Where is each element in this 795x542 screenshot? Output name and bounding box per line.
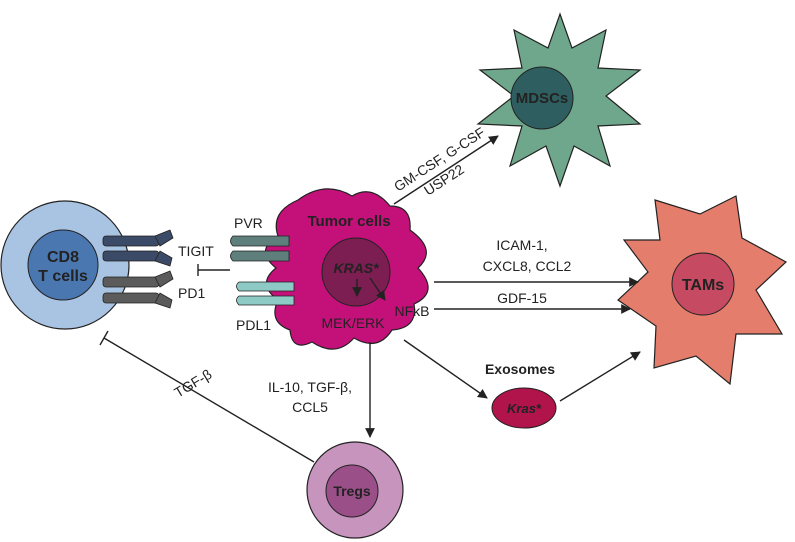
cd8-label-line1: CD8 [47,249,79,266]
cd8-inner [27,229,99,301]
exosome-kras-label: Kras* [507,401,542,416]
treg-to-cd8-inhibition-line [103,337,315,463]
tumor-to-mdsc-arrow [393,135,499,205]
pvr-label: PVR [234,215,263,231]
mdsc-label: MDSCs [516,90,569,107]
kras-to-nfkb-arrow [369,277,386,301]
pvr-ligand [230,235,290,262]
cd8-t-cell: CD8 T cells [0,200,130,330]
nfkb-label: NFκB [395,303,430,319]
tam-edge-line2: CXCL8, CCL2 [483,258,572,274]
mdsc-cell: MDSCs [476,12,642,188]
tgfb-edge-label: TGF-β [171,366,214,401]
cd8-label-line2: T cells [38,268,88,285]
treg-inner [325,464,379,518]
tumor-label: Tumor cells [307,213,390,230]
mek-erk-label: MEK/ERK [321,315,385,331]
tam-edge-gdf15: GDF-15 [497,290,547,306]
kras-label: KRAS* [333,260,379,276]
pd1-label: PD1 [178,285,205,301]
pd1-receptor [102,270,174,309]
pdl1-label: PDL1 [236,317,271,333]
treg-to-cd8-inhibition-bar [99,330,109,346]
tigit-receptor [102,229,174,267]
tam-inner [671,252,735,316]
exosomes-label: Exosomes [485,361,555,377]
pdl1-ligand [236,281,295,306]
mdsc-inner [510,66,574,130]
tumor-cell: Tumor cells KRAS* MEK/ERK NFκB [264,188,430,350]
tigit-label: TIGIT [178,243,214,259]
tam-label: TAMs [682,277,724,294]
tumor-to-exosome-arrow [403,339,488,399]
exosome: Exosomes Kras* [485,361,557,429]
tam-edge-line1: ICAM-1, [496,237,547,253]
treg-label: Tregs [333,483,371,499]
treg-cell: Tregs [306,441,404,539]
treg-edge-line1: IL-10, TGF-β, [268,379,352,395]
tumor-nucleus [321,237,391,307]
exosome-to-tam-arrow [559,351,641,402]
tam-cell: TAMs [617,195,788,386]
treg-edge-line2: CCL5 [292,399,328,415]
exosome-body [491,387,557,429]
